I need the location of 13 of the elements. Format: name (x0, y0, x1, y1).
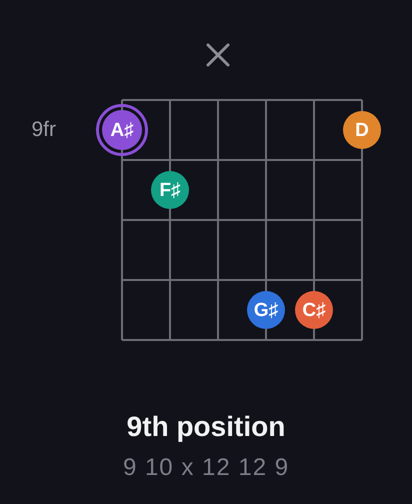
note-name: A♯ (110, 120, 134, 140)
note-name: G♯ (254, 300, 278, 320)
note-dot (151, 171, 189, 209)
fret-sequence: 9 10 x 12 12 9 (122, 456, 290, 480)
note-dot (247, 291, 285, 329)
note-name: C♯ (302, 300, 326, 320)
note-dot (295, 291, 333, 329)
note-name: D (355, 120, 369, 140)
root-note-dot (96, 104, 148, 156)
note-dot (343, 111, 381, 149)
note-name: F♯ (159, 180, 181, 200)
fret-number: 9fr (31, 119, 56, 140)
chord-title: 9th position (126, 413, 286, 441)
